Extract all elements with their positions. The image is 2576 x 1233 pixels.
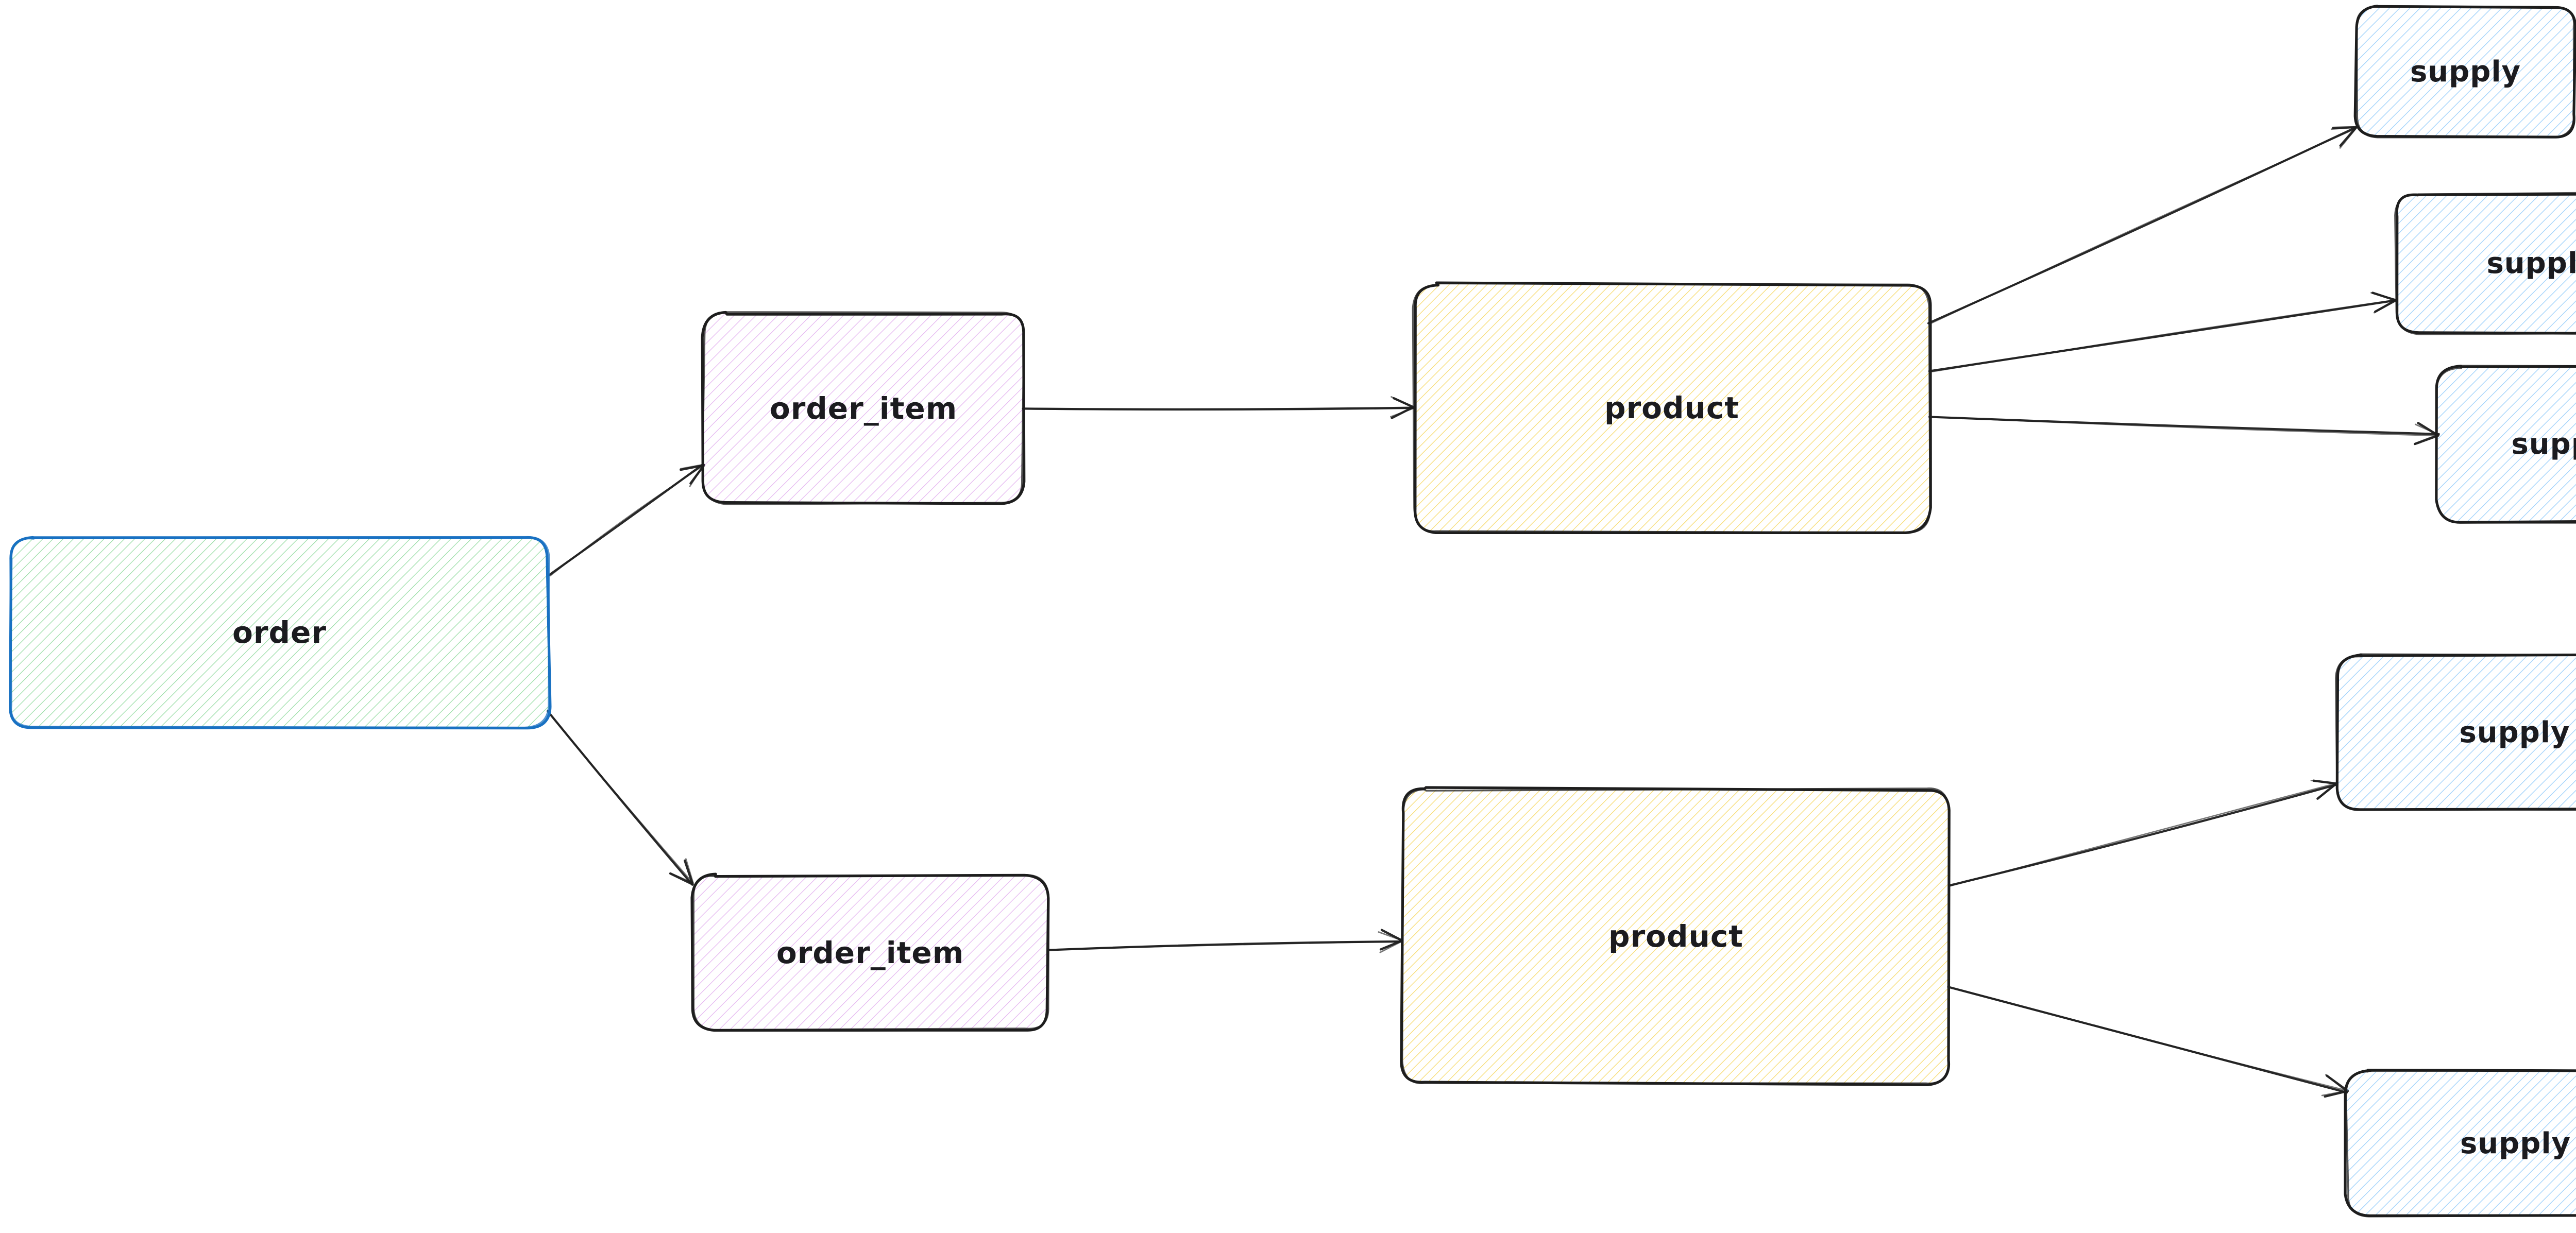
edge-line bbox=[1929, 128, 2357, 324]
node-label-supply_5: supply bbox=[2460, 1127, 2571, 1160]
node-label-supply_2: supply bbox=[2486, 247, 2576, 280]
node-fill bbox=[2347, 1071, 2576, 1215]
edge-line bbox=[1928, 416, 2440, 435]
edge-line bbox=[1046, 940, 1403, 951]
node-supply_4[interactable]: supply bbox=[2335, 653, 2576, 811]
node-label-supply_4: supply bbox=[2459, 716, 2570, 749]
node-product_1[interactable]: product bbox=[1412, 281, 1932, 534]
node-outline bbox=[1401, 787, 1950, 1085]
node-outline bbox=[2435, 365, 2576, 524]
node-label-supply_1: supply bbox=[2410, 55, 2521, 89]
edge-e5[interactable] bbox=[1927, 126, 2358, 324]
node-fill bbox=[2336, 655, 2576, 810]
node-order_item_2[interactable]: order_item bbox=[690, 872, 1050, 1032]
node-fill bbox=[1414, 284, 1930, 532]
edge-line bbox=[1949, 782, 2337, 887]
edge-line bbox=[548, 712, 694, 884]
node-outline bbox=[2355, 5, 2575, 139]
node-fill bbox=[1402, 789, 1951, 1084]
node-supply_1[interactable]: supply bbox=[2353, 5, 2576, 139]
node-outline bbox=[9, 536, 550, 729]
node-label-product_1: product bbox=[1604, 390, 1739, 425]
arrowhead-icon bbox=[670, 858, 694, 884]
node-outline bbox=[2394, 192, 2576, 335]
nodes-layer: orderorder_itemorder_itemproductproducts… bbox=[9, 5, 2576, 1218]
node-label-order_item_1: order_item bbox=[770, 391, 957, 426]
edge-line bbox=[1928, 416, 2438, 437]
node-fill bbox=[704, 313, 1024, 504]
node-outline bbox=[701, 311, 1025, 506]
node-order_item_1[interactable]: order_item bbox=[701, 311, 1026, 506]
node-order[interactable]: order bbox=[9, 536, 552, 730]
edge-e9[interactable] bbox=[1947, 986, 2349, 1098]
node-fill bbox=[2355, 7, 2574, 136]
node-label-order_item_2: order_item bbox=[776, 935, 964, 970]
edge-e2[interactable] bbox=[546, 710, 694, 886]
edge-e8[interactable] bbox=[1948, 779, 2339, 887]
edge-e6[interactable] bbox=[1928, 292, 2398, 373]
node-label-supply_3: supply bbox=[2511, 427, 2576, 461]
edge-line bbox=[1022, 407, 1416, 411]
node-product_2[interactable]: product bbox=[1400, 786, 1951, 1086]
node-outline bbox=[2335, 653, 2576, 811]
node-fill bbox=[691, 875, 1048, 1030]
node-outline bbox=[2345, 1069, 2576, 1218]
node-supply_3[interactable]: supply bbox=[2435, 365, 2576, 524]
edge-e4[interactable] bbox=[1046, 929, 1404, 953]
edge-e7[interactable] bbox=[1928, 416, 2440, 446]
edge-line bbox=[549, 465, 704, 577]
node-outline bbox=[692, 874, 1050, 1031]
node-fill bbox=[2437, 367, 2576, 522]
node-fill bbox=[2395, 193, 2576, 333]
node-supply_5[interactable]: supply bbox=[2344, 1068, 2576, 1218]
node-label-order: order bbox=[232, 615, 327, 650]
edge-e1[interactable] bbox=[547, 463, 705, 577]
node-label-product_2: product bbox=[1608, 919, 1743, 954]
edge-line bbox=[1948, 986, 2348, 1091]
node-outline bbox=[1412, 282, 1931, 534]
edges-layer bbox=[546, 126, 2440, 1098]
edge-e3[interactable] bbox=[1022, 396, 1416, 419]
node-supply_2[interactable]: supply bbox=[2394, 192, 2576, 335]
node-fill bbox=[9, 537, 549, 728]
edge-line bbox=[1929, 299, 2396, 373]
